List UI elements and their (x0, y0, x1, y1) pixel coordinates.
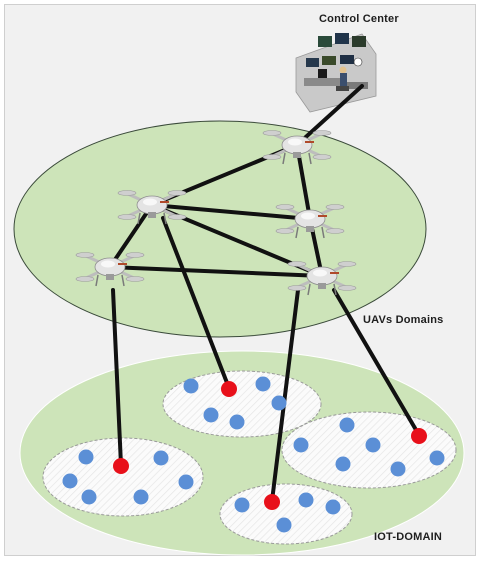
iot-domain-label: IOT-DOMAIN (374, 531, 442, 543)
link-uav3-cluster2 (111, 288, 123, 467)
link-uav5-cluster4 (270, 288, 300, 503)
control-center-label: Control Center (319, 13, 399, 25)
uav-domain-label: UAVs Domains (363, 314, 444, 326)
sensor-nodes (62, 376, 445, 533)
iot-cluster-4 (219, 483, 353, 545)
uav-domain-area (13, 120, 427, 338)
link-control-to-uav1 (295, 84, 364, 147)
cluster-head-node-icon (113, 458, 129, 474)
cluster-head-node-icon (411, 428, 427, 444)
cluster-head-node-icon (221, 381, 237, 397)
cluster-head-nodes (113, 381, 427, 510)
link-uav2-uav3 (108, 203, 154, 269)
link-uav2-uav4 (150, 203, 312, 221)
link-uav3-uav5 (108, 265, 324, 278)
cluster-head-node-icon (264, 494, 280, 510)
link-uav2-cluster1 (161, 216, 231, 390)
link-uav5-cluster3 (332, 288, 421, 437)
